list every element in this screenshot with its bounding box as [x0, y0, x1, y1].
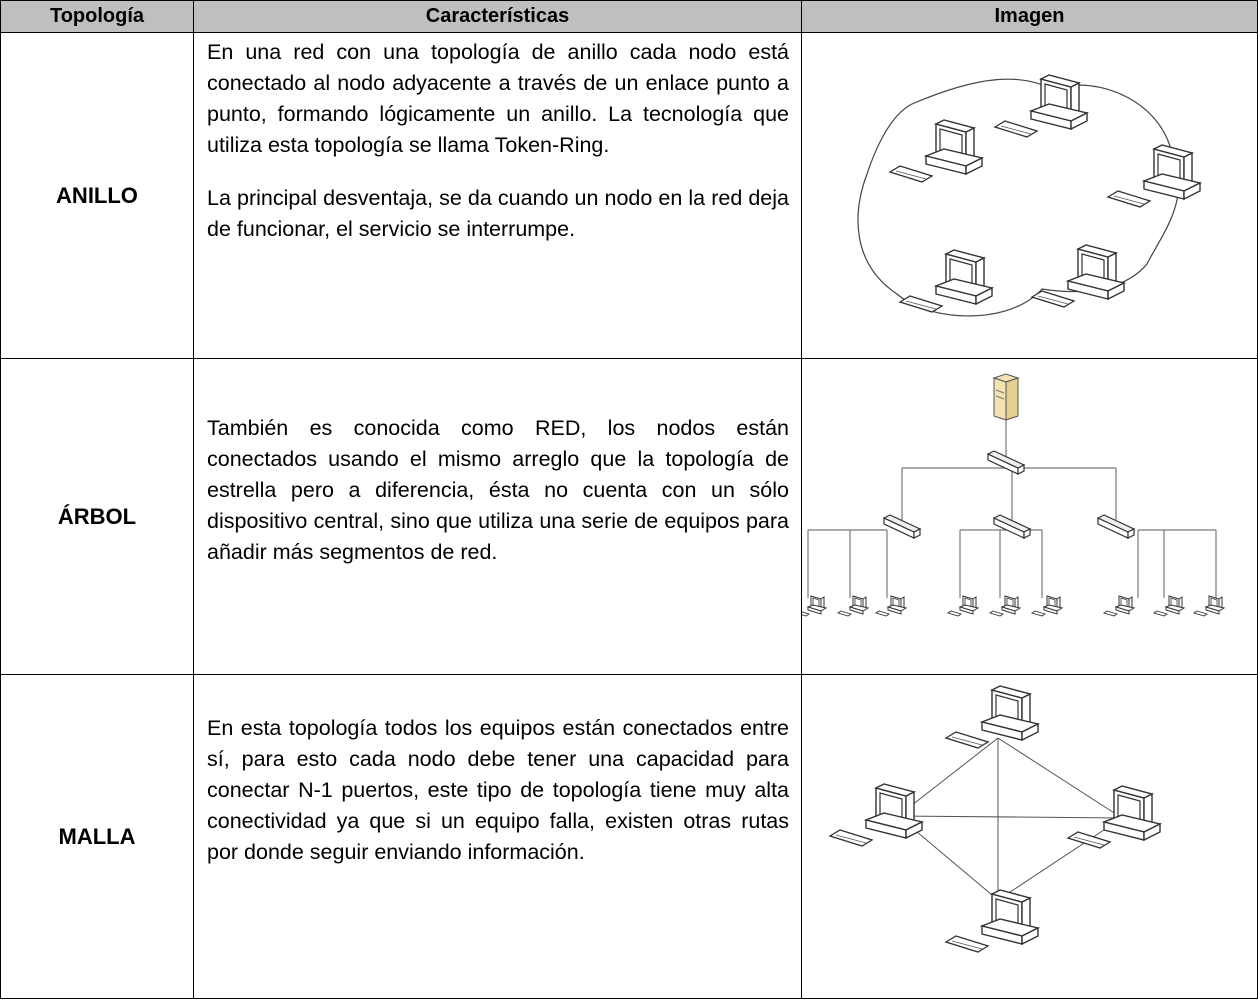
topology-description: También es conocida como RED, los nodos … — [193, 358, 802, 675]
topology-name: ANILLO — [0, 32, 194, 359]
description-paragraph: En una red con una topología de anillo c… — [207, 40, 789, 157]
image-cell — [801, 358, 1258, 675]
image-cell — [801, 32, 1258, 359]
topology-description: En esta topología todos los equipos está… — [193, 674, 802, 999]
topology-name: ÁRBOL — [0, 358, 194, 675]
header-caracteristicas: Características — [193, 0, 802, 33]
image-cell — [801, 674, 1258, 999]
row-arbol: ÁRBOL También es conocida como RED, los … — [0, 358, 1258, 675]
tree-network-diagram-icon — [802, 372, 1225, 616]
mesh-network-diagram-icon — [829, 684, 1161, 953]
description-paragraph: En esta topología todos los equipos está… — [207, 716, 789, 864]
header-imagen: Imagen — [801, 0, 1258, 33]
topology-name: MALLA — [0, 674, 194, 999]
description-paragraph: La principal desventaja, se da cuando un… — [207, 186, 789, 241]
header-topologia: Topología — [0, 0, 194, 33]
ring-network-diagram-icon — [857, 73, 1201, 316]
header-row: Topología Características Imagen — [0, 0, 1258, 33]
description-paragraph: También es conocida como RED, los nodos … — [207, 416, 789, 564]
row-malla: MALLA En esta topología todos los equipo… — [0, 674, 1258, 999]
row-anillo: ANILLO En una red con una topología de a… — [0, 32, 1258, 359]
topology-description: En una red con una topología de anillo c… — [193, 32, 802, 359]
server-icon — [992, 372, 1020, 421]
